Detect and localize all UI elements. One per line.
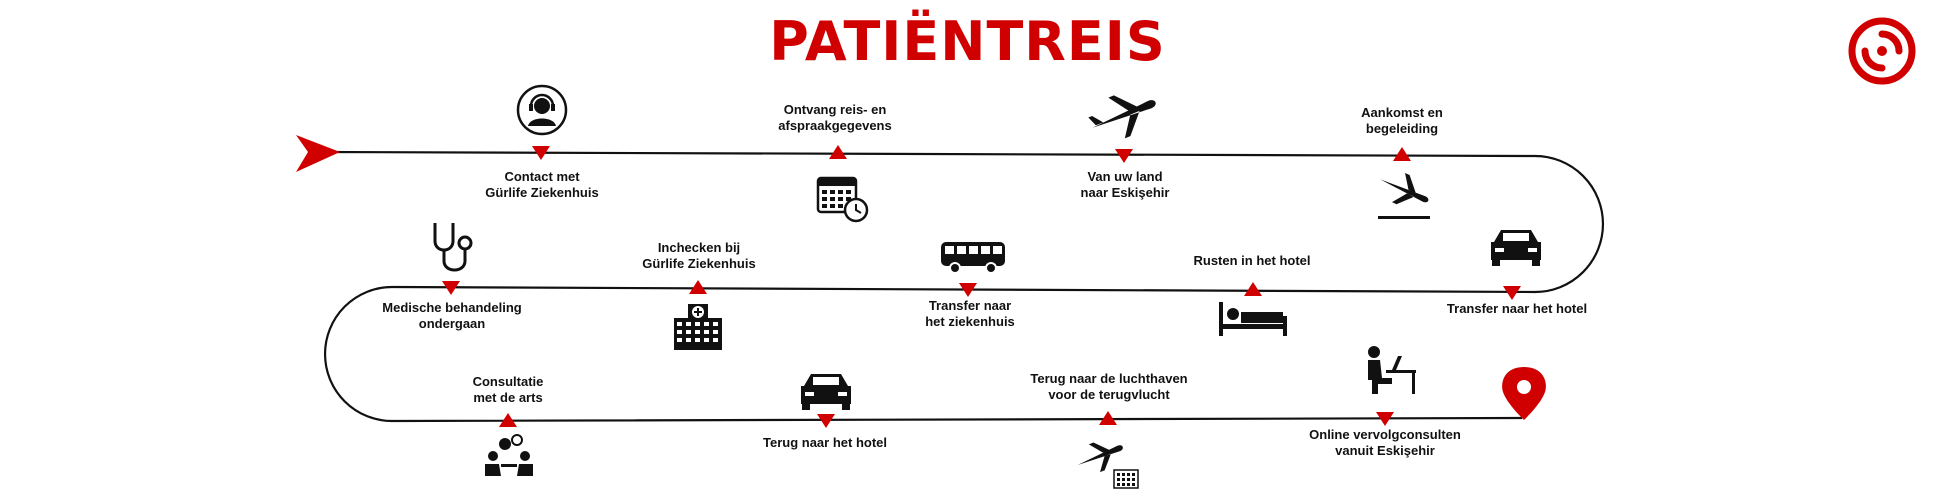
journey-path — [317, 150, 1605, 423]
page-title: PATIËNTREIS — [769, 10, 1166, 73]
step-marker-arrow-icon — [1244, 282, 1262, 296]
step-label: Online vervolgconsulten vanuit Eskişehir — [1309, 427, 1461, 458]
airplane-icon — [1088, 95, 1156, 139]
step-marker-arrow-icon — [1376, 412, 1394, 426]
step-marker-arrow-icon — [442, 281, 460, 295]
step-marker-arrow-icon — [829, 145, 847, 159]
airplane-landing-icon — [1378, 172, 1430, 219]
bus-icon — [941, 242, 1005, 274]
calendar-clock-icon — [816, 176, 869, 223]
step-label: Ontvang reis- en afspraakgegevens — [778, 102, 892, 133]
step-label: Transfer naar het ziekenhuis — [925, 298, 1015, 329]
stethoscope-icon — [433, 223, 473, 272]
brand-logo — [1843, 12, 1921, 90]
bed-icon — [1219, 302, 1287, 336]
step-marker-arrow-icon — [499, 413, 517, 427]
step-label: Medische behandeling ondergaan — [382, 300, 522, 331]
start-arrow-icon — [296, 135, 340, 172]
step-label: Terug naar het hotel — [763, 435, 887, 450]
end-location-pin-icon — [1502, 367, 1546, 420]
step-label: Consultatie met de arts — [472, 374, 544, 405]
car-icon — [1491, 230, 1541, 266]
step-label: Van uw land naar Eskişehir — [1080, 169, 1170, 200]
step-marker-arrow-icon — [532, 146, 550, 160]
consultation-icon — [485, 434, 533, 476]
step-marker-arrow-icon — [1503, 286, 1521, 300]
step-marker-arrow-icon — [959, 283, 977, 297]
call-center-icon — [516, 84, 568, 136]
step-label: Rusten in het hotel — [1193, 253, 1311, 268]
step-marker-arrow-icon — [1099, 411, 1117, 425]
step-label: Inchecken bij Gürlife Ziekenhuis — [642, 240, 756, 271]
step-label: Aankomst en begeleiding — [1361, 105, 1443, 136]
step-label: Transfer naar het hotel — [1446, 301, 1588, 316]
step-marker-arrow-icon — [1393, 147, 1411, 161]
airplane-building-icon — [1077, 442, 1139, 489]
hospital-icon — [674, 304, 722, 350]
person-laptop-icon — [1368, 346, 1416, 394]
step-label: Terug naar de luchthaven voor de terugvl… — [1030, 371, 1188, 402]
car-icon — [801, 374, 851, 410]
step-marker-arrow-icon — [689, 280, 707, 294]
step-marker-arrow-icon — [1115, 149, 1133, 163]
step-label: Contact met Gürlife Ziekenhuis — [485, 169, 599, 200]
step-marker-arrow-icon — [817, 414, 835, 428]
